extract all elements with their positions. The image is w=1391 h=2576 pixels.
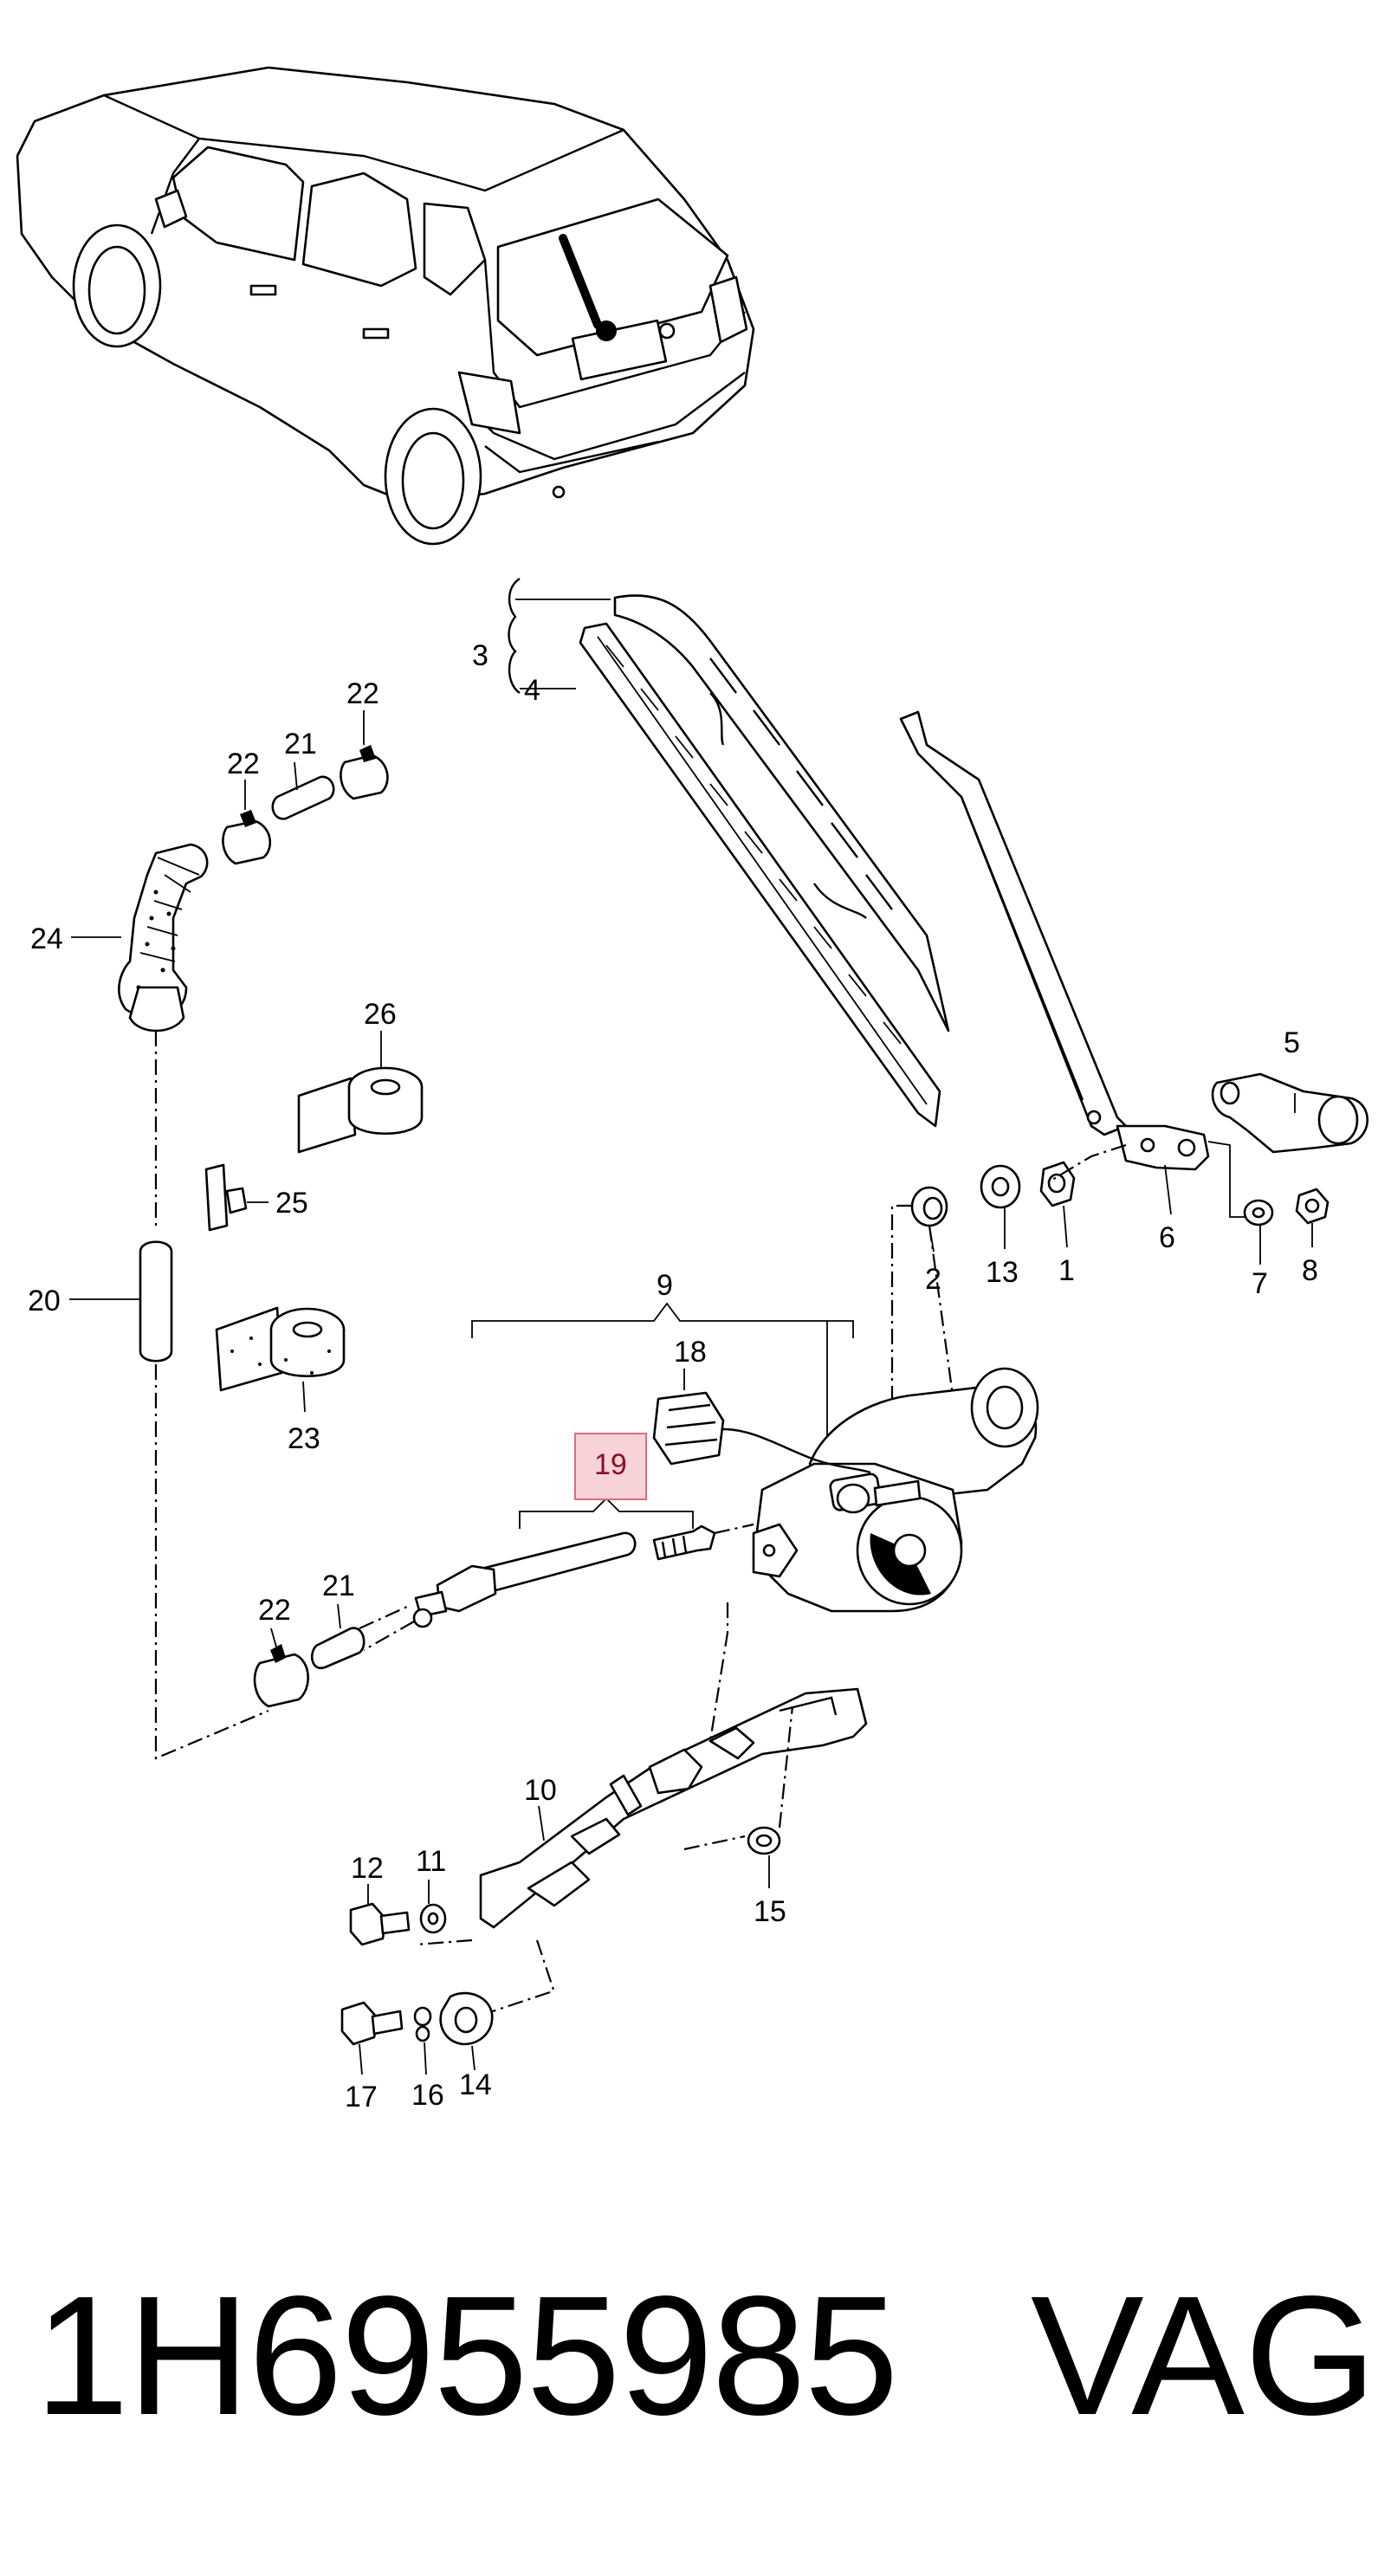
callout-17: 17 [345,2081,378,2113]
callout-11: 11 [416,1845,446,1878]
callout-18: 18 [674,1336,707,1369]
callout-21-top: 21 [284,728,317,761]
linkage-shaft-19 [363,1497,754,1651]
part-19-highlight [574,1433,647,1500]
wiper-motor [471,1302,1039,1613]
callout-22-top-left: 22 [227,748,260,780]
callout-13: 13 [986,1256,1019,1289]
callout-20: 20 [28,1285,61,1317]
mounting-bracket [340,1602,868,2075]
callout-1: 1 [1058,1254,1075,1287]
foam-pads [204,1031,424,1413]
callout-14: 14 [459,2068,492,2101]
cover-cap [1211,1072,1369,1154]
parts-diagram: 3 4 22 22 21 24 26 25 20 23 5 2 13 1 6 7… [16,66,1369,2113]
brand-name: VAG [1031,2261,1377,2450]
callout-22-lower: 22 [258,1594,291,1627]
callout-3: 3 [472,639,488,672]
callout-2: 2 [925,1263,941,1296]
callout-19: 19 [594,1448,627,1481]
callout-5: 5 [1284,1026,1300,1059]
callout-6: 6 [1159,1221,1175,1254]
callout-4: 4 [524,674,540,707]
callout-8: 8 [1302,1254,1318,1287]
callout-labels: 3 4 22 22 21 24 26 25 20 23 5 2 13 1 6 7… [28,639,1318,2113]
callout-16: 16 [411,2079,444,2112]
washer-hose [69,710,408,1760]
callout-10: 10 [524,1774,557,1807]
wiper-blade-assembly [508,578,950,1128]
callout-24: 24 [30,922,63,955]
callout-12: 12 [351,1852,384,1885]
callout-22-top-right: 22 [346,677,379,710]
callout-9: 9 [657,1269,673,1302]
part-number: 1H6955985 [35,2261,899,2450]
callout-26: 26 [364,998,397,1031]
callout-23: 23 [288,1422,320,1455]
callout-7: 7 [1252,1267,1268,1300]
footer: 1H6955985 VAG [0,2261,1391,2451]
fasteners-upper [910,1161,1330,1227]
car-illustration [16,66,755,546]
callout-15: 15 [754,1895,786,1928]
callout-21-lower: 21 [322,1570,355,1602]
wiper-arm [899,710,1210,1171]
callout-25: 25 [275,1187,308,1220]
